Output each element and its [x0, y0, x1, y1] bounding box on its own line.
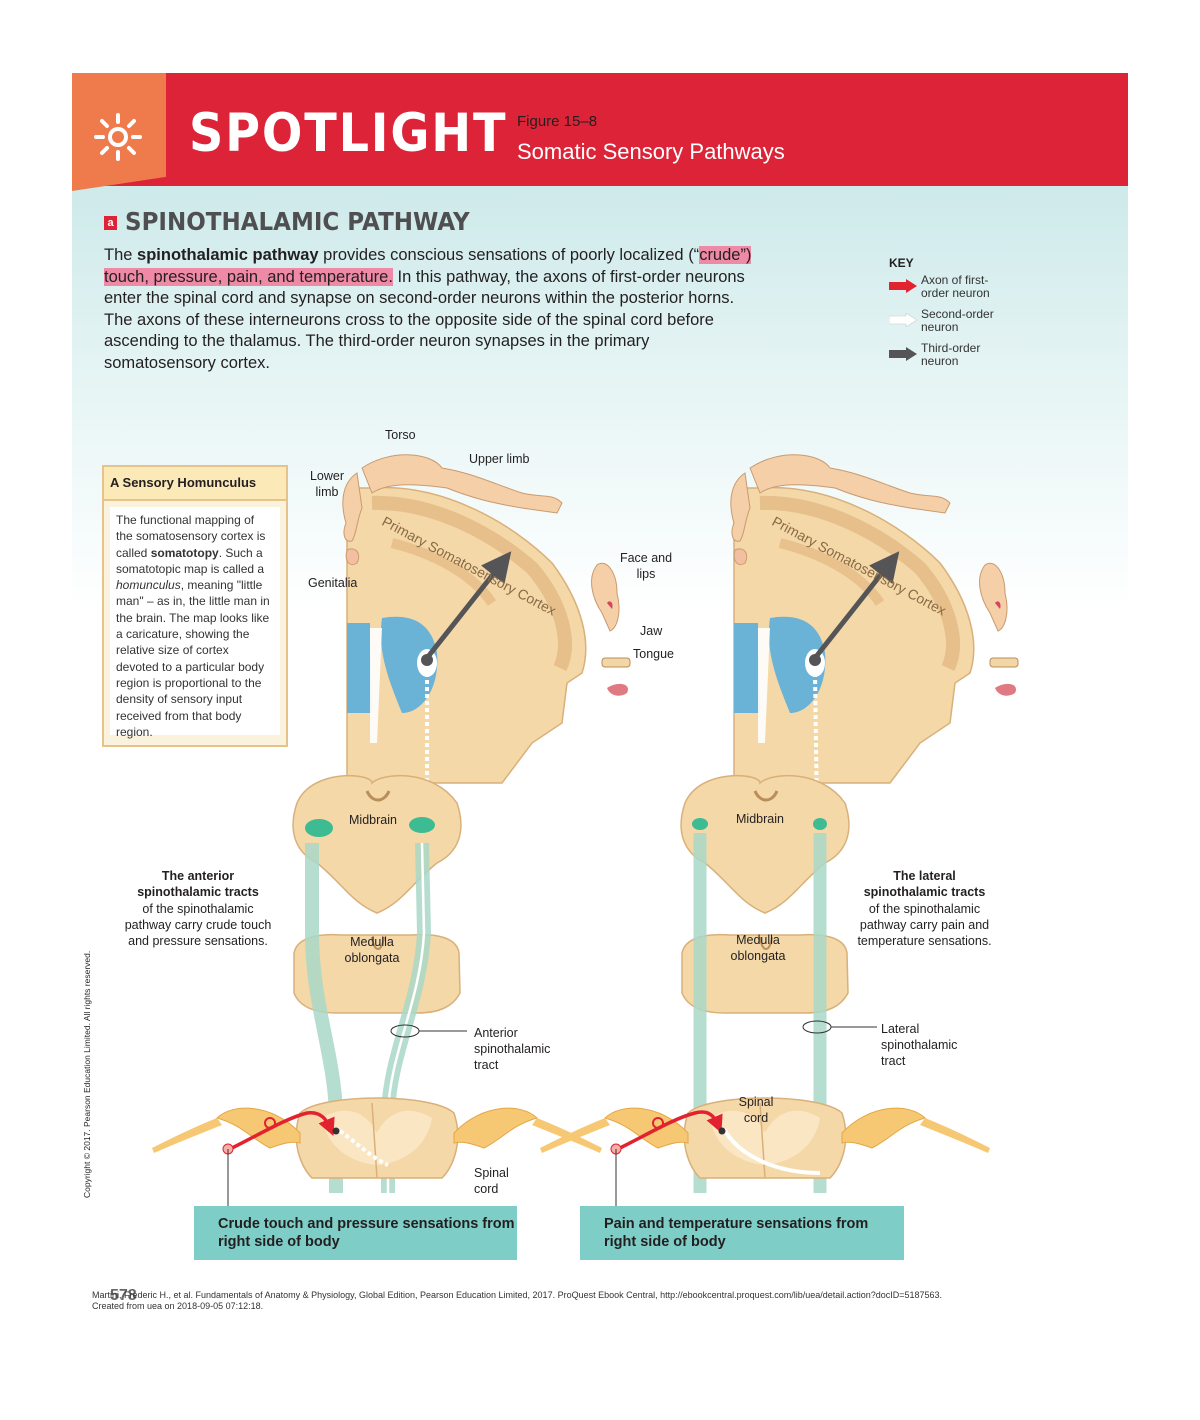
right-third-order-axon: [813, 551, 900, 660]
right-jaw-figure: [989, 657, 1019, 668]
figure-title: Somatic Sensory Pathways: [517, 139, 785, 164]
anterior-tract-label: Anterior spinothalamic tract: [474, 1026, 551, 1072]
key-item-first-order: Axon of first-order neuron: [889, 270, 1049, 304]
tongue-label: Tongue: [633, 647, 675, 661]
key-legend: KEY Axon of first-order neuron Second-or…: [889, 256, 1049, 372]
sun-icon: [94, 113, 142, 161]
left-panel: [152, 454, 631, 1208]
citation-text: Martini, Frederic H., et al. Fundamental…: [92, 1290, 943, 1300]
homunculus-text: The functional mapping of the somatosens…: [110, 507, 280, 739]
right-spinal-cord: [540, 1097, 990, 1179]
jaw-label: Jaw: [640, 624, 663, 638]
figure-number: Figure 15–8: [517, 113, 598, 130]
torso-label: Torso: [385, 428, 416, 442]
spotlight-banner: [72, 73, 1128, 186]
intro-bold-term: spinothalamic pathway: [137, 246, 319, 264]
lower-limb-label: Lower limb: [309, 469, 345, 499]
left-face-figure: [591, 562, 620, 632]
left-second-order-axon: [331, 673, 431, 1196]
right-caption-box: Pain and temperature sensations from rig…: [580, 1206, 904, 1260]
banner-icon-tab: [72, 73, 166, 191]
left-lower-limb-figure: [342, 472, 363, 542]
page-number: 578: [110, 1287, 137, 1304]
citation-footer: Martini, Frederic H., et al. Fundamental…: [92, 1290, 942, 1312]
key-title: KEY: [889, 256, 914, 270]
figure-page: SPOTLIGHT Figure 15–8 Somatic Sensory Pa…: [72, 73, 1128, 1347]
left-spinal-cord: [152, 1097, 602, 1179]
left-upper-limb-figure: [361, 454, 563, 514]
homunculus-title: A Sensory Homunculus: [104, 467, 286, 501]
red-arrow-icon: [889, 279, 917, 293]
right-tongue-figure: [995, 683, 1016, 696]
left-genitalia-figure: [345, 548, 360, 566]
right-midbrain-label: Midbrain: [736, 812, 784, 826]
left-medulla-label: Medulla oblongata: [344, 935, 400, 965]
section-badge: a: [104, 216, 117, 230]
created-text: Created from uea on 2018-09-05 07:12:18.: [92, 1301, 264, 1311]
right-spinal-cord-label: Spinal cord: [738, 1095, 774, 1125]
dark-arrow-icon: [889, 347, 917, 361]
left-first-order-axon: [231, 1111, 335, 1150]
pathway-diagram: [152, 454, 1019, 1208]
right-medulla-label: Medulla oblongata: [730, 933, 786, 963]
white-arrow-icon: [889, 313, 917, 327]
spotlight-title: SPOTLIGHT: [189, 103, 508, 164]
left-third-order-axon: [425, 551, 512, 660]
section-title: SPINOTHALAMIC PATHWAY: [125, 207, 470, 236]
key-item-second-order: Second-order neuron: [889, 304, 1049, 338]
copyright-notice: Copyright © 2017. Pearson Education Limi…: [82, 950, 92, 1198]
right-genitalia-figure: [733, 548, 748, 566]
left-tongue-figure: [607, 683, 628, 696]
right-first-order-axon: [619, 1110, 723, 1150]
upper-limb-label: Upper limb: [469, 452, 530, 466]
key-item-third-order: Third-order neuron: [889, 338, 1049, 372]
left-ventricle: [380, 616, 438, 713]
face-lips-label: Face and lips: [619, 551, 673, 581]
right-ventricle: [768, 616, 826, 713]
homunculus-infobox: A Sensory Homunculus The functional mapp…: [102, 465, 288, 747]
intro-paragraph: The spinothalamic pathway provides consc…: [104, 246, 752, 372]
left-midbrain-label: Midbrain: [349, 813, 397, 827]
right-face-figure: [979, 562, 1008, 632]
right-panel: [540, 454, 1019, 1208]
left-spinal-cord-label: Spinal cord: [474, 1166, 509, 1196]
left-caption-box: Crude touch and pressure sensations from…: [194, 1206, 517, 1260]
lateral-tract-label: Lateral spinothalamic tract: [881, 1022, 958, 1068]
right-lower-limb-figure: [730, 472, 751, 542]
right-upper-limb-figure: [749, 454, 951, 514]
genitalia-label: Genitalia: [308, 576, 358, 590]
left-jaw-figure: [601, 657, 631, 668]
